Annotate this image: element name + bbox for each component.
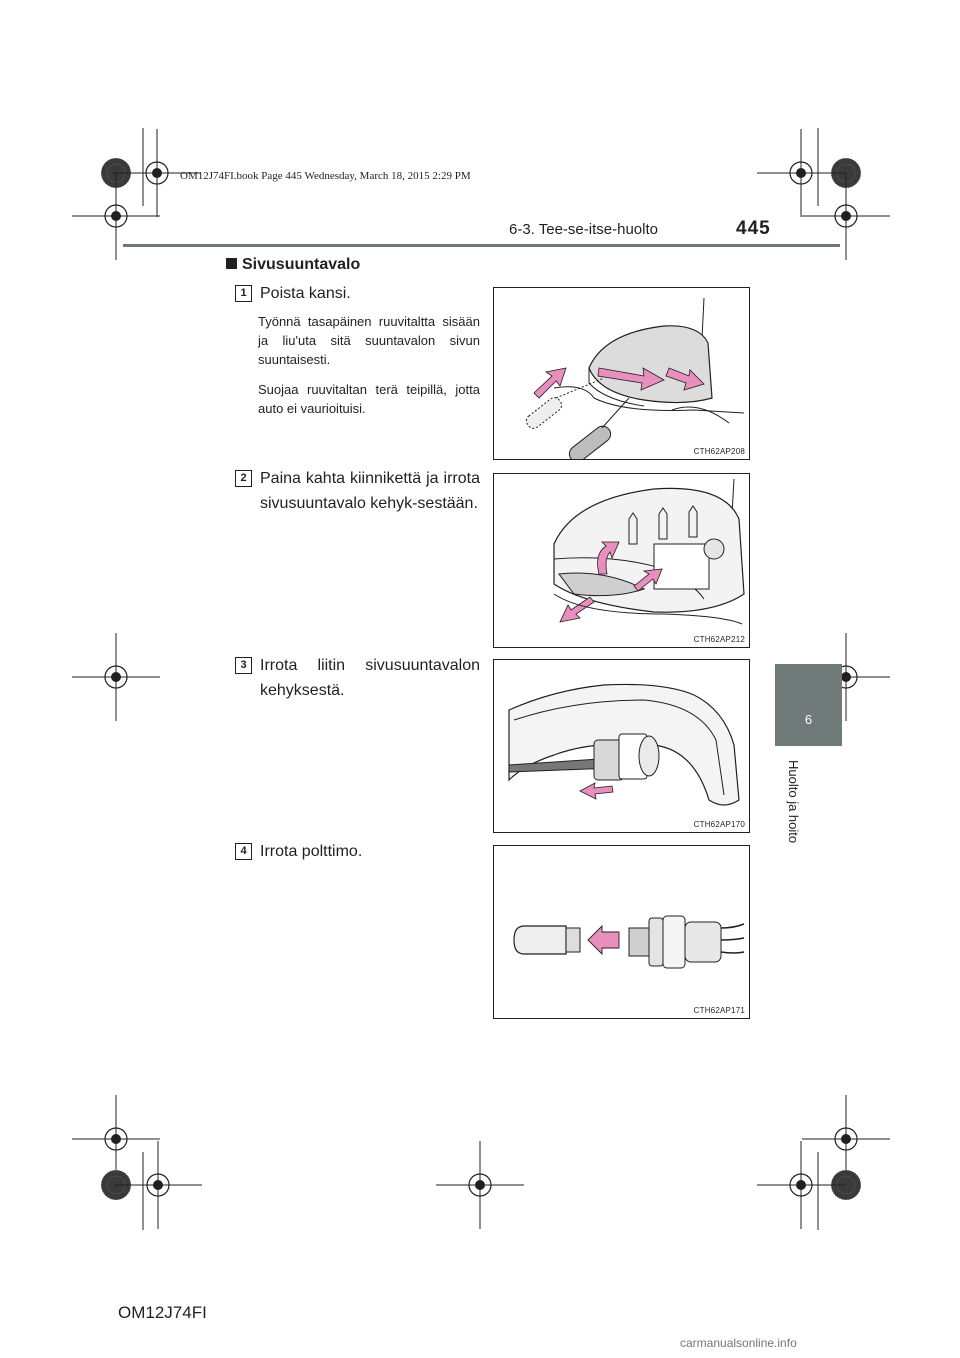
section-heading: Sivusuuntavalo (226, 256, 360, 274)
illustration-bulb-removal: CTH62AP171 (493, 845, 750, 1019)
figure-code: CTH62AP171 (693, 1006, 745, 1015)
step-number-badge: 2 (235, 470, 252, 487)
step-number-badge: 3 (235, 657, 252, 674)
step-description: Suojaa ruuvitaltan terä teipillä, jotta … (258, 382, 480, 416)
figure-code: CTH62AP170 (693, 820, 745, 829)
chapter-tab (775, 664, 842, 746)
header-rule (123, 244, 840, 247)
step-title: Irrota liitin sivusuuntavalon kehyksestä… (260, 657, 480, 699)
illustration-clip-release: CTH62AP212 (493, 473, 750, 648)
section-title: 6-3. Tee-se-itse-huolto (509, 221, 658, 238)
step-title: Irrota polttimo. (260, 843, 363, 860)
illustration-mirror-cover-removal: CTH62AP208 (493, 287, 750, 460)
step-title: Paina kahta kiinnikettä ja irrota sivusu… (260, 470, 480, 512)
page-number: 445 (736, 218, 771, 239)
square-bullet-icon (226, 258, 237, 269)
step-description: Työnnä tasapäinen ruuvitaltta sisään ja … (258, 314, 480, 367)
heading-text: Sivusuuntavalo (242, 256, 361, 273)
book-info: OM12J74FI.book Page 445 Wednesday, March… (180, 170, 471, 182)
step-title: Poista kansi. (260, 285, 351, 302)
figure-code: CTH62AP208 (693, 447, 745, 456)
step-number-badge: 1 (235, 285, 252, 302)
step-number-badge: 4 (235, 843, 252, 860)
chapter-number: 6 (804, 712, 813, 727)
illustration-connector-removal: CTH62AP170 (493, 659, 750, 833)
model-code: OM12J74FI (118, 1303, 207, 1322)
watermark: carmanualsonline.info (680, 1336, 797, 1350)
figure-code: CTH62AP212 (693, 635, 745, 644)
chapter-label: Huolto ja hoito (786, 760, 801, 844)
